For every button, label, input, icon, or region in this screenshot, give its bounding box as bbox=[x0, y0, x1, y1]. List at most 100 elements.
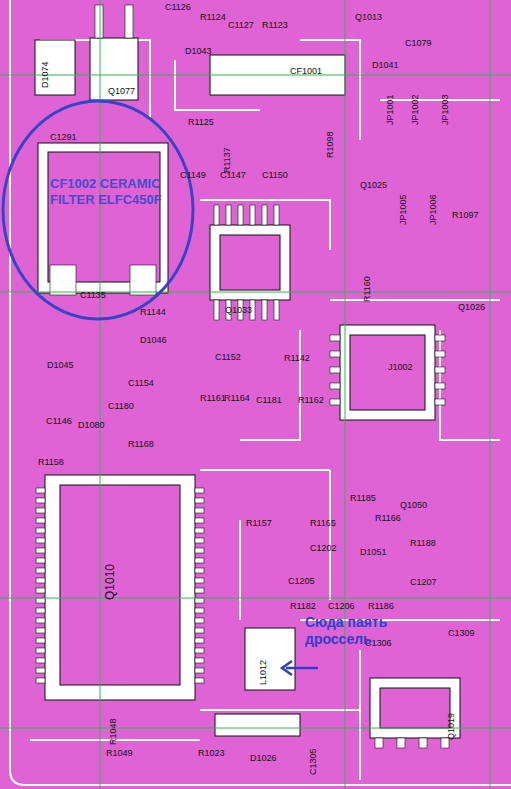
pin-pad bbox=[195, 638, 204, 643]
circle-outline bbox=[0, 98, 196, 322]
pin-pad bbox=[375, 738, 383, 748]
part-designator: Q1013 bbox=[355, 12, 382, 22]
pin-pad bbox=[262, 205, 267, 225]
pin-pad bbox=[195, 488, 204, 493]
part-designator: R1161 bbox=[200, 393, 226, 403]
part-designator: R1125 bbox=[188, 117, 214, 127]
part-designator: C1207 bbox=[410, 577, 437, 587]
part-designator: R1168 bbox=[128, 439, 154, 449]
part-designator: C1305 bbox=[308, 748, 318, 775]
pin-pad bbox=[195, 518, 204, 523]
part-designator: L1012 bbox=[258, 660, 268, 685]
part-designator: R1164 bbox=[224, 393, 250, 403]
part-designator: C1079 bbox=[405, 38, 432, 48]
pin-pad bbox=[195, 628, 204, 633]
part-designator: C1202 bbox=[310, 543, 337, 553]
part-designator: C1206 bbox=[328, 601, 355, 611]
part-designator: JP1005 bbox=[398, 194, 408, 225]
pin-pad bbox=[195, 648, 204, 653]
callout-circle: CF1002 CERAMIC FILTER ELFC450F bbox=[0, 98, 196, 322]
pin-pad bbox=[419, 738, 427, 748]
pin-pad bbox=[330, 399, 340, 405]
part-designator: R1165 bbox=[310, 518, 336, 528]
pin-pad bbox=[36, 538, 45, 543]
pin-pad bbox=[435, 399, 445, 405]
pin-pad bbox=[250, 205, 255, 225]
pin-pad bbox=[125, 5, 133, 38]
part-designator: R1048 bbox=[108, 718, 118, 745]
pin-pad bbox=[330, 351, 340, 357]
part-designator: Q1025 bbox=[360, 180, 387, 190]
pin-pad bbox=[36, 528, 45, 533]
pin-pad bbox=[95, 5, 103, 38]
pin-pad bbox=[36, 578, 45, 583]
pin-pad bbox=[435, 335, 445, 341]
pin-pad bbox=[435, 367, 445, 373]
pin-pad bbox=[195, 578, 204, 583]
part-designator: R1157 bbox=[246, 518, 272, 528]
part-designator: R1098 bbox=[325, 131, 335, 158]
part-designator: D1046 bbox=[140, 335, 167, 345]
part-designator: C1181 bbox=[256, 395, 282, 405]
part-designator: D1041 bbox=[372, 60, 399, 70]
part-designator: C1309 bbox=[448, 628, 475, 638]
part-designator: D1045 bbox=[47, 360, 74, 370]
pin-pad bbox=[36, 598, 45, 603]
pin-pad bbox=[130, 265, 156, 295]
part-designator: JP1002 bbox=[410, 94, 420, 125]
part-designator: D1026 bbox=[250, 753, 277, 763]
pin-pad bbox=[195, 588, 204, 593]
pin-pad bbox=[50, 265, 76, 295]
pin-pad bbox=[195, 658, 204, 663]
pin-pad bbox=[195, 618, 204, 623]
part-designator: D1051 bbox=[360, 547, 387, 557]
part-designator: C1135 bbox=[80, 290, 106, 300]
part-designator: Q1026 bbox=[458, 302, 485, 312]
pin-pad bbox=[195, 548, 204, 553]
part-designator: C1147 bbox=[220, 170, 246, 180]
pin-pad bbox=[330, 383, 340, 389]
part-designator: D1074 bbox=[40, 61, 50, 88]
pin-pad bbox=[36, 608, 45, 613]
part-designator: C1127 bbox=[228, 20, 254, 30]
part-designator: C1180 bbox=[108, 401, 134, 411]
part-designator: R1123 bbox=[262, 20, 288, 30]
pin-pad bbox=[226, 205, 231, 225]
pin-pad bbox=[36, 508, 45, 513]
pin-pad bbox=[36, 558, 45, 563]
pin-pad bbox=[36, 588, 45, 593]
part-designator: D1043 bbox=[185, 46, 212, 56]
part-designator: R1186 bbox=[368, 601, 394, 611]
pin-pad bbox=[195, 508, 204, 513]
part-designator: D1080 bbox=[78, 420, 105, 430]
part-designator: R1049 bbox=[106, 748, 133, 758]
part-designator: JP1006 bbox=[428, 194, 438, 225]
pin-pad bbox=[195, 558, 204, 563]
pin-pad bbox=[36, 628, 45, 633]
pin-pad bbox=[195, 538, 204, 543]
pin-pad bbox=[36, 678, 45, 683]
part-designator: R1182 bbox=[290, 601, 316, 611]
part-designator: Q1019 bbox=[446, 713, 456, 740]
annotation-note: Сюда паять дроссель bbox=[305, 614, 410, 648]
pin-pad bbox=[36, 668, 45, 673]
part-designator: R1162 bbox=[298, 395, 324, 405]
callout-text: CF1002 CERAMIC FILTER ELFC450F bbox=[50, 176, 175, 208]
pin-pad bbox=[397, 738, 405, 748]
part-designator: R1097 bbox=[452, 210, 479, 220]
part-designator: JP1003 bbox=[440, 94, 450, 125]
part-designator: R1188 bbox=[410, 538, 436, 548]
pin-pad bbox=[36, 488, 45, 493]
pin-pad bbox=[36, 638, 45, 643]
part-designator: C1152 bbox=[215, 352, 241, 362]
part-designator: C1154 bbox=[128, 378, 154, 388]
part-designator: C1291 bbox=[50, 132, 77, 142]
part-designator: R1158 bbox=[38, 457, 64, 467]
pin-pad bbox=[195, 598, 204, 603]
part-designator: Q1077 bbox=[108, 86, 135, 96]
pin-pad bbox=[36, 568, 45, 573]
part-designator: CF1001 bbox=[290, 66, 322, 76]
pin-pad bbox=[36, 548, 45, 553]
pin-pad bbox=[36, 648, 45, 653]
